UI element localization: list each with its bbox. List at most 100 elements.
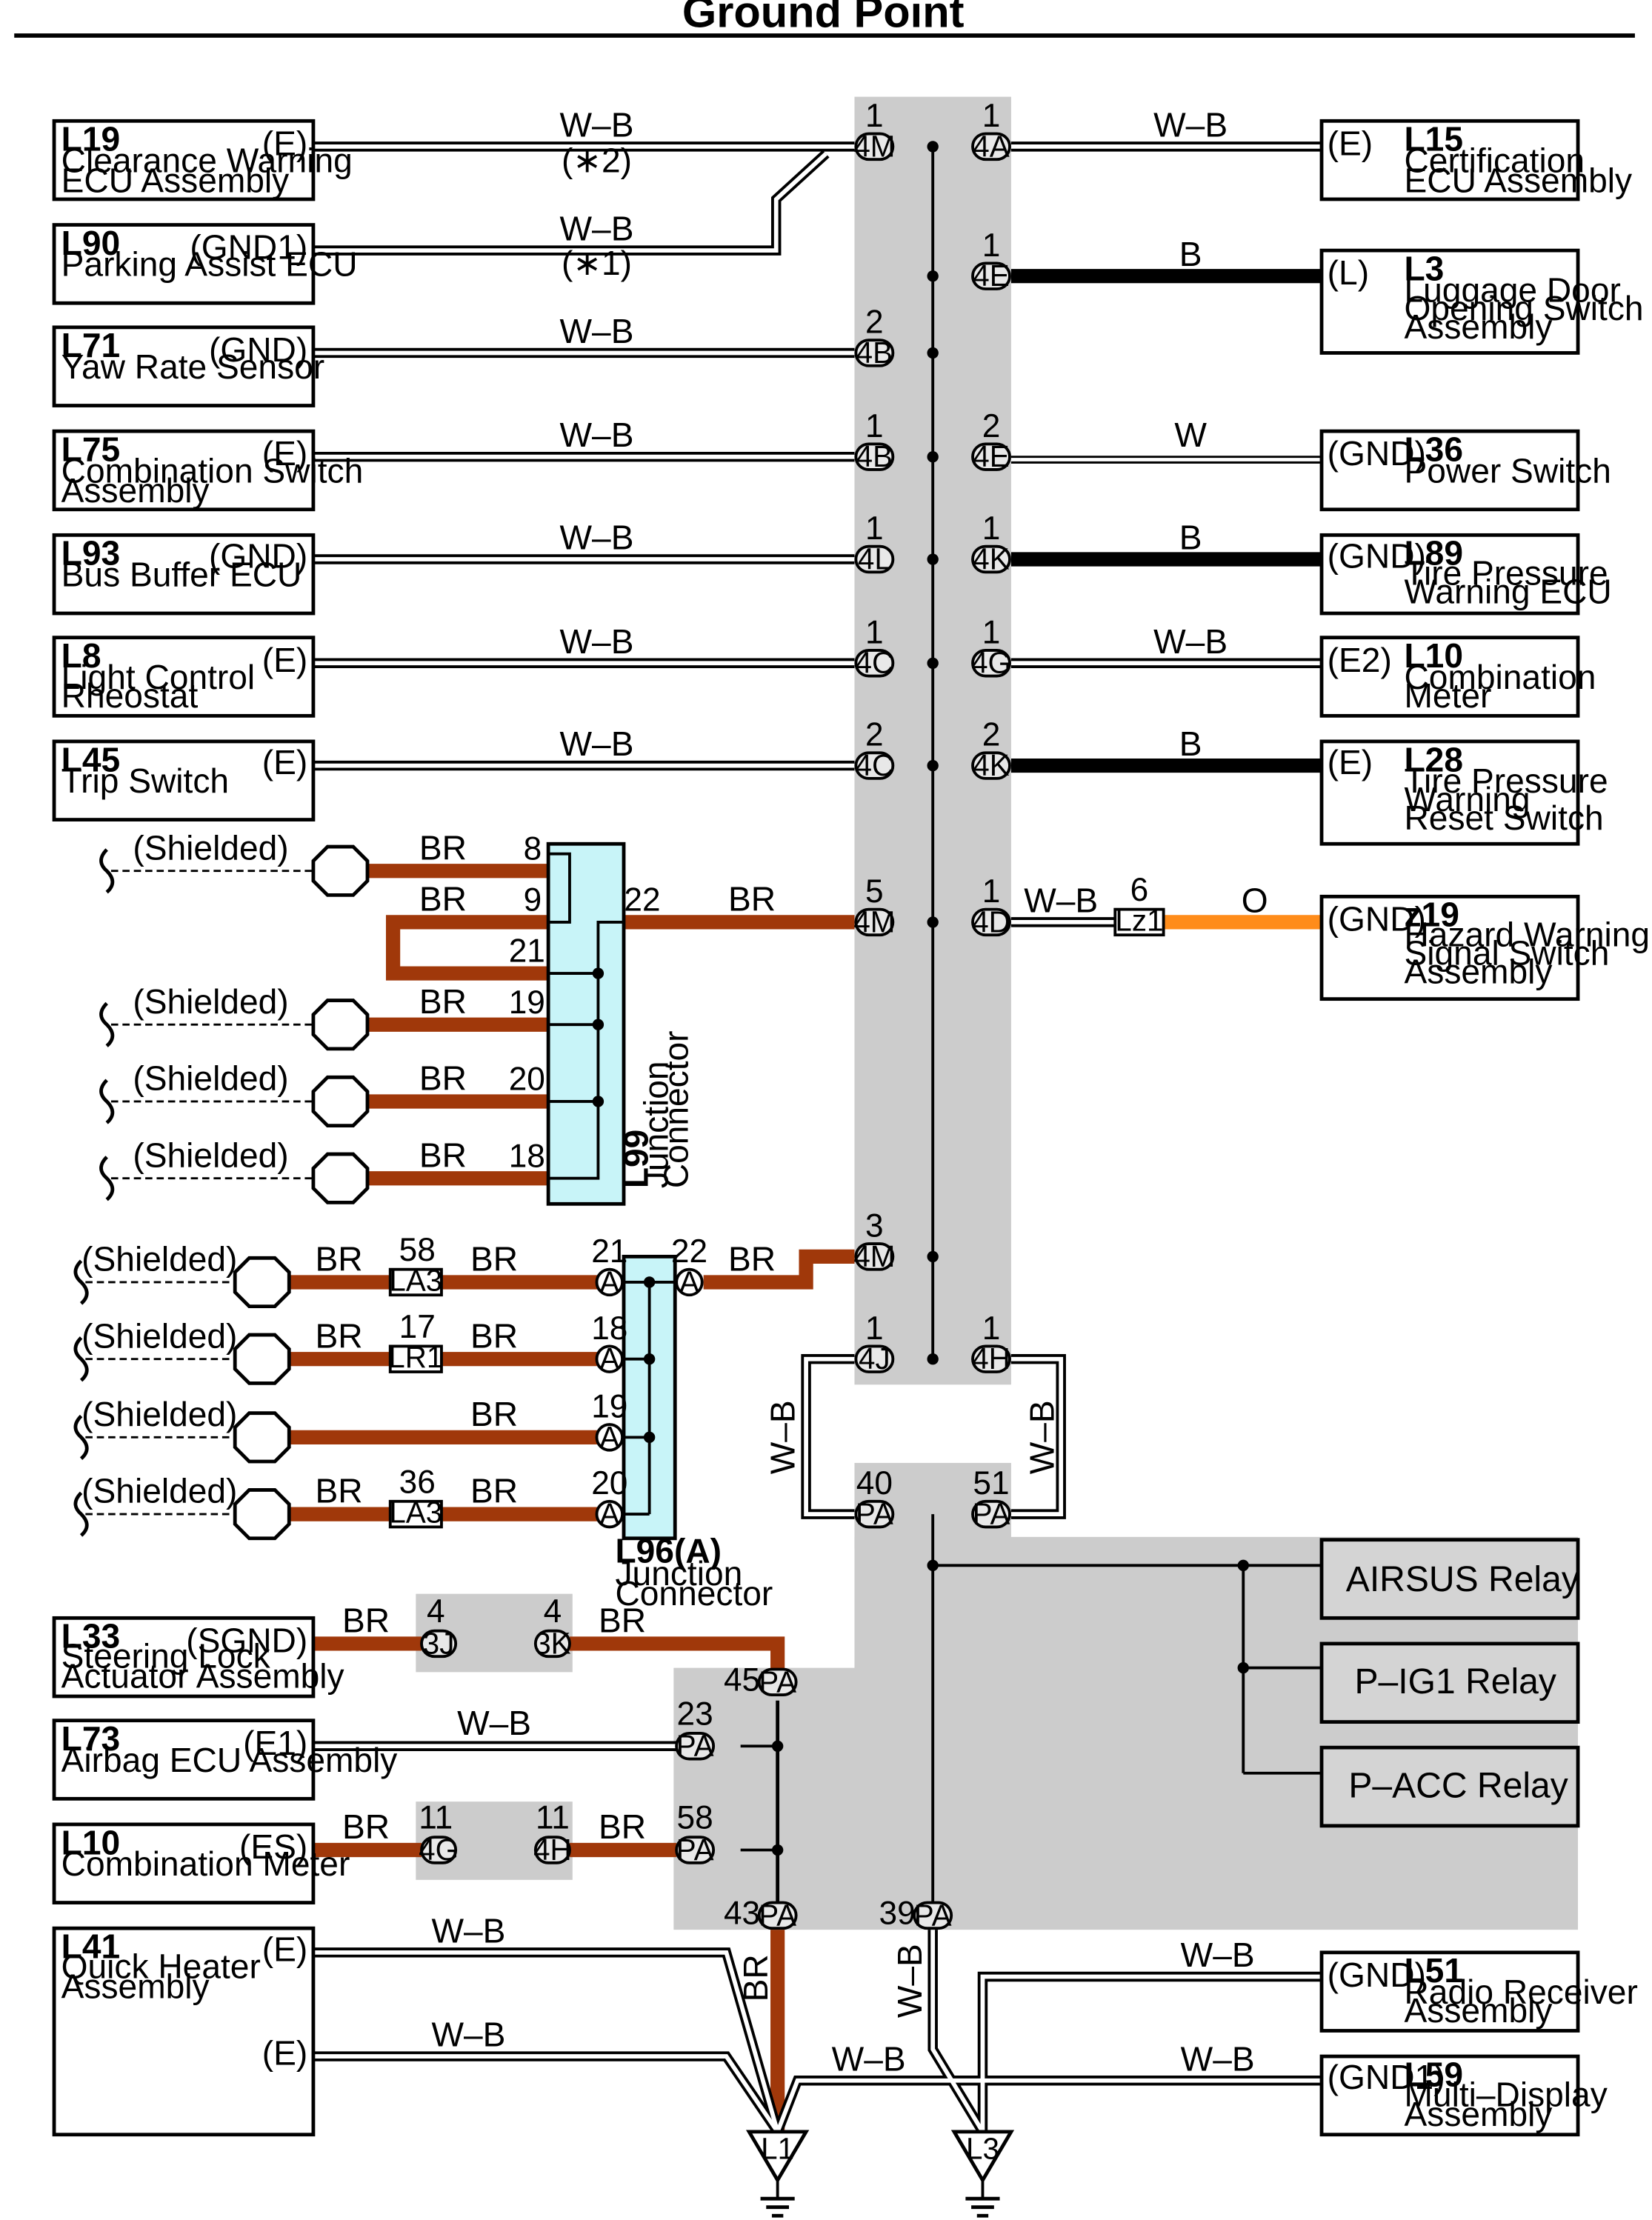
shielded-wires: (Shielded) (Shielded) (Shielded) (Shield… (73, 828, 370, 1541)
svg-text:BR: BR (315, 1472, 362, 1510)
svg-text:L3: L3 (1405, 249, 1445, 287)
svg-text:4H: 4H (533, 1833, 572, 1867)
svg-text:W–B: W–B (431, 1911, 505, 1950)
svg-text:Junction: Junction (637, 1061, 676, 1188)
svg-text:4E: 4E (973, 439, 1009, 473)
svg-text:(GND): (GND) (209, 537, 307, 576)
svg-text:3: 3 (865, 1207, 884, 1244)
svg-text:W–B: W–B (1153, 622, 1228, 661)
svg-text:Opening Switch: Opening Switch (1405, 289, 1644, 327)
svg-text:2: 2 (982, 408, 1001, 444)
svg-text:1: 1 (865, 408, 884, 444)
component-z19: z19 Hazard Warning Signal Switch Assembl… (1319, 894, 1651, 1001)
svg-text:Assembly: Assembly (1405, 2095, 1553, 2133)
svg-text:B: B (1179, 519, 1202, 557)
svg-text:1: 1 (982, 873, 1001, 910)
svg-text:(Shielded): (Shielded) (81, 1316, 237, 1355)
svg-text:(Shielded): (Shielded) (133, 828, 288, 867)
svg-text:PA: PA (856, 1497, 893, 1531)
svg-text:2: 2 (865, 717, 884, 753)
svg-text:18: 18 (591, 1310, 627, 1347)
svg-text:BR: BR (342, 1807, 390, 1846)
svg-text:BR: BR (470, 1240, 518, 1279)
svg-text:(Shielded): (Shielded) (81, 1395, 237, 1433)
svg-text:4: 4 (427, 1593, 445, 1630)
svg-text:W–B: W–B (1153, 105, 1228, 144)
inline-connectors: LA3 LR1 LA3 Lz1 (388, 903, 1165, 1530)
svg-text:LR1: LR1 (388, 1340, 443, 1374)
svg-text:(E2): (E2) (1328, 641, 1392, 679)
svg-text:4A: 4A (973, 129, 1009, 163)
svg-text:L15: L15 (1405, 120, 1463, 159)
svg-text:PA: PA (759, 1664, 796, 1699)
svg-text:PA: PA (759, 1898, 796, 1932)
component-l51: L51 Radio Receiver Assembly (GND) (1319, 1950, 1638, 2033)
svg-text:(E1): (E1) (243, 1724, 307, 1762)
svg-text:O: O (1242, 881, 1268, 919)
svg-text:PA: PA (914, 1898, 952, 1932)
svg-text:(Shielded): (Shielded) (133, 1136, 288, 1174)
svg-text:43: 43 (724, 1895, 760, 1931)
relay-p-acc: P–ACC Relay (1319, 1745, 1580, 1828)
svg-text:Tire Pressure: Tire Pressure (1405, 761, 1608, 800)
svg-text:Warning: Warning (1405, 780, 1531, 819)
svg-text:L71: L71 (61, 326, 120, 364)
svg-text:19: 19 (509, 984, 545, 1021)
svg-text:BR: BR (342, 1601, 390, 1640)
svg-text:45: 45 (724, 1661, 760, 1698)
svg-text:(GND1): (GND1) (1328, 2058, 1445, 2096)
svg-text:BR: BR (470, 1395, 518, 1433)
svg-text:4L: 4L (858, 541, 891, 576)
svg-text:L45: L45 (61, 740, 120, 779)
svg-text:Certification: Certification (1405, 141, 1585, 179)
svg-text:B: B (1179, 724, 1202, 763)
component-l45: L45 Trip Switch (E) (52, 739, 316, 821)
svg-text:LA3: LA3 (389, 1263, 442, 1297)
bus-junction-dots (771, 141, 1249, 1856)
svg-text:BR: BR (736, 1954, 775, 2001)
svg-text:W–B: W–B (832, 2039, 906, 2078)
component-l33: L33 Steering Lock Actuator Assembly (SGN… (52, 1616, 344, 1699)
ground-l1: L1 (745, 2130, 810, 2218)
svg-text:1: 1 (982, 614, 1001, 650)
svg-text:ECU Assembly: ECU Assembly (61, 161, 290, 199)
junction-connector-l99: L99 Junction Connector (546, 841, 696, 1206)
svg-text:21: 21 (509, 933, 545, 970)
wire-br-l96 (287, 1249, 855, 1521)
svg-text:W–B: W–B (1181, 1936, 1255, 1974)
svg-text:Junction: Junction (615, 1554, 742, 1593)
svg-text:BR: BR (419, 982, 467, 1021)
svg-text:Warning ECU: Warning ECU (1405, 573, 1612, 611)
svg-text:BR: BR (599, 1601, 646, 1640)
pill-connectors: 4M 4A 4E 4B 4B 4E 4L 4K 4C 4G 4C 4K 4M 4… (419, 129, 1011, 1932)
svg-text:(Shielded): (Shielded) (81, 1240, 237, 1279)
svg-text:5: 5 (865, 873, 884, 910)
svg-text:(GND): (GND) (1328, 899, 1426, 938)
svg-text:4H: 4H (972, 1341, 1010, 1376)
svg-text:Yaw Rate Sensor: Yaw Rate Sensor (61, 347, 325, 386)
svg-text:(GND): (GND) (1328, 537, 1426, 576)
svg-text:W–B: W–B (890, 1944, 929, 2018)
svg-text:22: 22 (671, 1233, 707, 1270)
component-l3: L3 Luggage Door Opening Switch Assembly … (1319, 248, 1644, 355)
svg-text:Hazard Warning: Hazard Warning (1405, 916, 1651, 954)
ground-l3: L3 (950, 2130, 1015, 2218)
svg-text:(∗2): (∗2) (562, 141, 632, 179)
svg-text:BR: BR (419, 828, 467, 867)
svg-text:W–B: W–B (1024, 881, 1098, 919)
wire-br-lower (313, 1636, 785, 2132)
svg-text:W–B: W–B (560, 622, 634, 661)
svg-text:4E: 4E (973, 259, 1009, 293)
svg-text:W–B: W–B (560, 519, 634, 557)
svg-text:(ES): (ES) (239, 1827, 307, 1866)
svg-text:11: 11 (536, 1800, 570, 1836)
svg-text:(E): (E) (262, 124, 307, 162)
svg-text:z19: z19 (1405, 896, 1459, 934)
svg-text:4B: 4B (856, 336, 893, 370)
svg-text:W–B: W–B (457, 1704, 531, 1742)
svg-text:17: 17 (399, 1309, 436, 1345)
svg-text:W–B: W–B (431, 2016, 505, 2054)
component-l36: L36 Power Switch (GND) (1319, 429, 1611, 512)
svg-text:58: 58 (677, 1800, 713, 1836)
